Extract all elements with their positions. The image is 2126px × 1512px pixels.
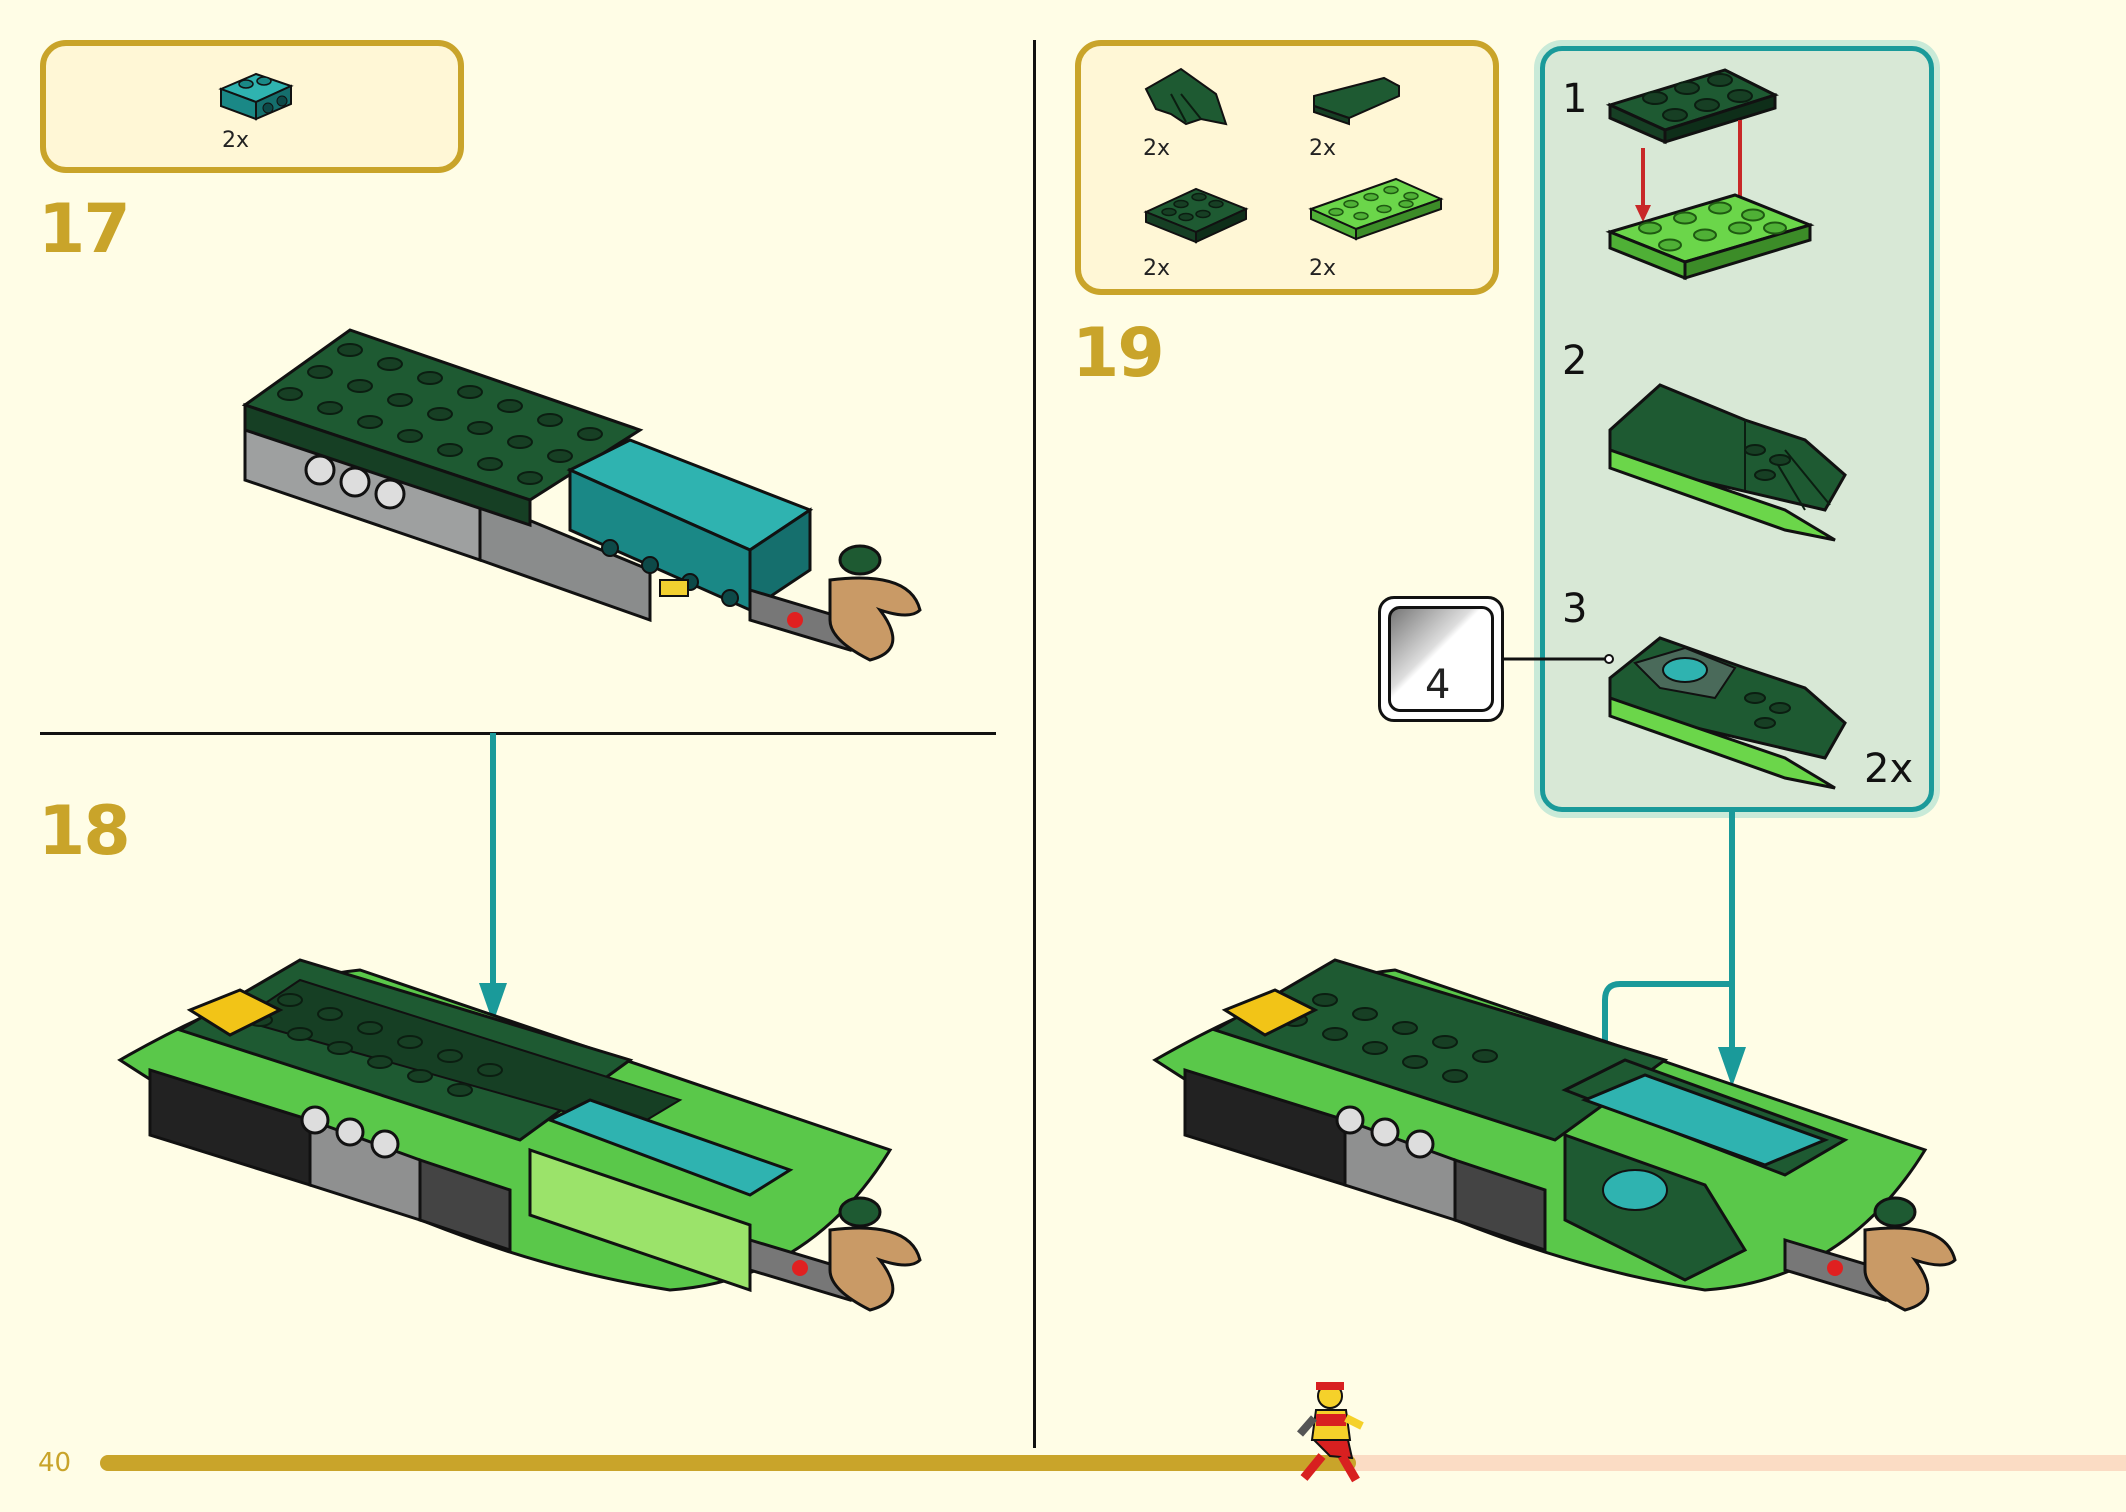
horizontal-divider xyxy=(40,732,996,735)
substep-1-number: 1 xyxy=(1562,76,1588,122)
vertical-divider xyxy=(1033,40,1036,1448)
progress-track xyxy=(100,1455,2126,1471)
step17-part-qty: 2x xyxy=(222,128,250,153)
step19-model-illustration xyxy=(1152,958,1957,1312)
dark-green-claw-icon xyxy=(1144,67,1228,126)
substep-2-number: 2 xyxy=(1562,338,1588,384)
step19-part4-qty: 2x xyxy=(1309,256,1337,281)
step18-down-arrow xyxy=(479,733,507,1023)
substep-3-number: 3 xyxy=(1562,586,1588,632)
step18-number: 18 xyxy=(38,792,131,871)
dark-green-plate-2x3-icon xyxy=(1143,187,1249,244)
runner-minifigure-icon xyxy=(1296,1382,1364,1483)
progress-fill xyxy=(100,1455,1357,1471)
page-number: 40 xyxy=(38,1448,72,1478)
sticker-leader-line xyxy=(1504,654,1614,664)
substep-2-illustration xyxy=(1608,383,1847,542)
step17-parts-box: 2x xyxy=(40,40,464,173)
step19-number: 19 xyxy=(1072,314,1165,393)
step17-model-illustration xyxy=(241,328,922,662)
bright-green-plate-2x4-icon xyxy=(1308,177,1444,241)
substep-multiplier: 2x xyxy=(1864,746,1914,792)
dark-green-wedge-tile-icon xyxy=(1313,76,1400,126)
sticker-inner xyxy=(1388,606,1494,712)
sticker-number: 4 xyxy=(1425,662,1451,708)
step19-parts-box: 2x 2x 2x 2x xyxy=(1075,40,1499,295)
step17-number: 17 xyxy=(38,190,131,269)
step19-part2-qty: 2x xyxy=(1309,136,1337,161)
step18-model-illustration xyxy=(117,958,922,1312)
step19-part3-qty: 2x xyxy=(1143,256,1171,281)
step19-part1-qty: 2x xyxy=(1143,136,1171,161)
teal-bracket-brick-icon xyxy=(218,72,294,121)
substep-3-illustration xyxy=(1608,636,1847,790)
substep-1-illustration xyxy=(1605,68,1815,281)
